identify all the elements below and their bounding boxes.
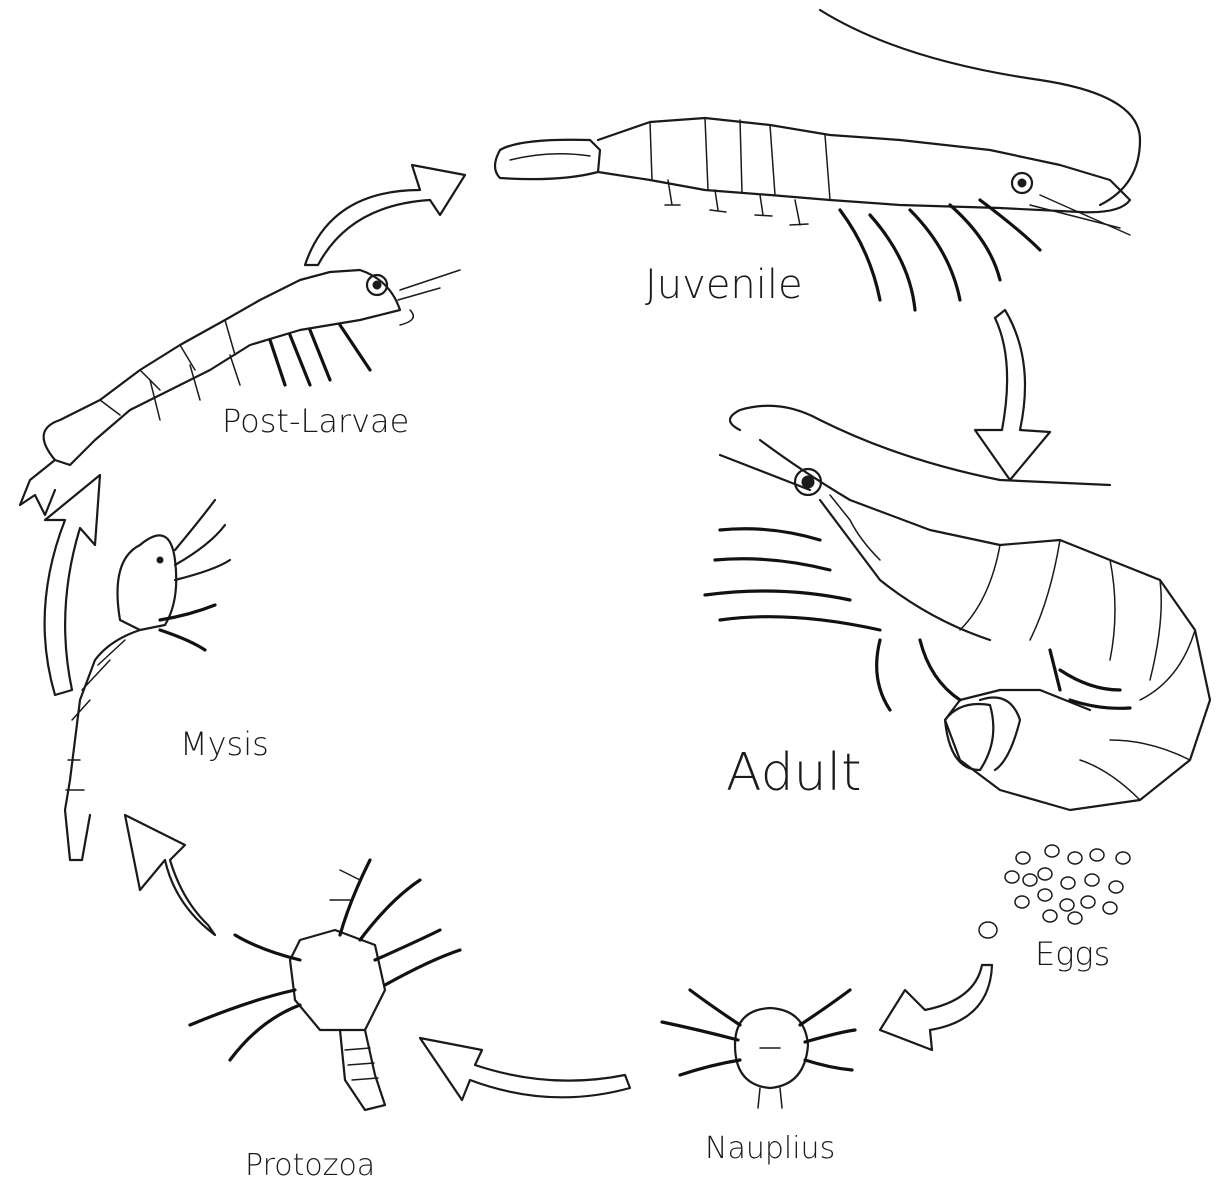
label-eggs: Eggs [1035,935,1110,973]
post-larvae-drawing [20,270,460,515]
arrow-nauplius-to-protozoa [420,1038,630,1100]
label-post-larvae: Post-Larvae [222,402,409,440]
arrow-protozoa-to-mysis [125,815,215,935]
label-juvenile: Juvenile [645,262,803,308]
label-adult: Adult [726,743,861,803]
label-protozoa: Protozoa [245,1148,375,1182]
protozoa-drawing [190,860,460,1110]
arrow-mysis-to-post-larvae [45,475,100,695]
nauplius-drawing [662,990,855,1108]
arrow-juvenile-to-adult [975,310,1050,480]
mysis-drawing [65,500,230,860]
arrow-post-larvae-to-juvenile [305,165,465,265]
juvenile-shrimp-drawing [495,10,1140,310]
eggs-drawing [979,845,1130,938]
label-nauplius: Nauplius [705,1131,835,1166]
label-mysis: Mysis [180,725,269,763]
arrow-eggs-to-nauplius [880,965,992,1050]
